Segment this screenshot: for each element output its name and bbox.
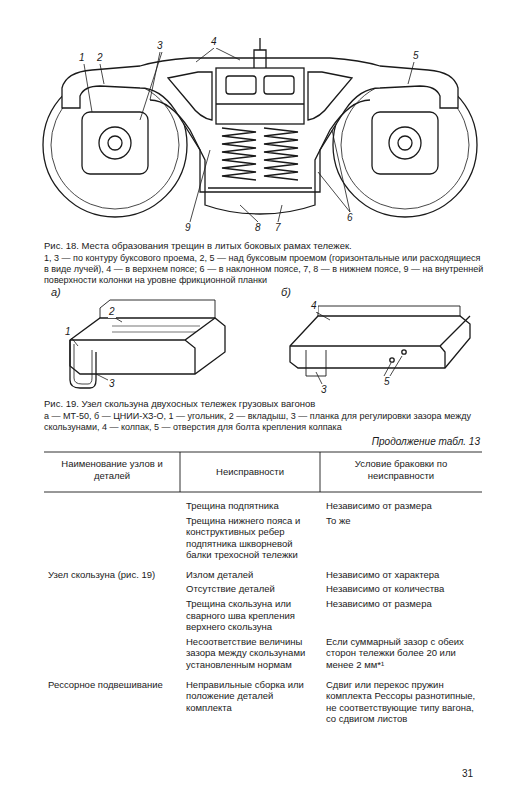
- callout-number: 8: [254, 222, 262, 234]
- table-rules: [44, 452, 482, 492]
- table-cell: Неправильные сборка или положение детале…: [186, 679, 316, 714]
- page-number: 31: [462, 768, 473, 780]
- callout-number: 6: [346, 212, 354, 224]
- table-cell: Отсутствие деталей: [186, 583, 316, 595]
- spring: [264, 128, 298, 180]
- table-header: Наименование узлов и деталей: [48, 458, 176, 481]
- callout-number: 3: [108, 378, 116, 390]
- table-cell: Трещина подпятника: [186, 500, 316, 512]
- frame-window: [308, 72, 352, 120]
- table-cell: Сдвиг или перекос пружин комплекта Рессо…: [326, 679, 478, 725]
- frame-window: [168, 72, 212, 120]
- callout-number: 4: [310, 300, 318, 312]
- table-cell: Узел скользуна (рис. 19): [48, 569, 176, 581]
- side-frame: [62, 58, 458, 192]
- side-bearer-a: [70, 300, 225, 388]
- figure-legend: а — МТ-50, б — ЦНИИ-ХЗ-О, 1 — угольник, …: [44, 411, 484, 434]
- side-bearer-b: [290, 306, 470, 376]
- axle-box: [372, 112, 438, 174]
- table-cell: Несоответствие величины зазора между ско…: [186, 636, 316, 671]
- callout-number: 7: [274, 222, 282, 234]
- callout-number: 2: [96, 52, 104, 64]
- callout-number: 1: [64, 326, 72, 338]
- callout-number: 1: [78, 52, 86, 64]
- figure-caption: Рис. 19. Узел скользуна двухосных тележе…: [44, 398, 484, 410]
- subfigure-label: а): [50, 286, 62, 299]
- spring: [222, 128, 256, 180]
- callout-number: 5: [412, 50, 420, 62]
- callout-number: 3: [320, 384, 328, 396]
- table-cell: Независимо от количества: [326, 583, 478, 595]
- table-header: Условие браковки по неисправности: [324, 458, 478, 481]
- subfigure-label: б): [280, 286, 292, 299]
- table-cell: То же: [326, 515, 478, 527]
- callout-number: 3: [156, 40, 164, 52]
- callout-number: 2: [108, 306, 116, 318]
- figure-caption: Рис. 18. Места образования трещин в литы…: [44, 240, 484, 252]
- table-cell: Трещина нижнего пояса и конструктивных р…: [186, 515, 316, 561]
- axle-box: [82, 112, 148, 174]
- bolster: [216, 68, 304, 124]
- table-cell: Рессорное подвешивание: [48, 679, 176, 691]
- table-cell: Излом деталей: [186, 569, 316, 581]
- figure-legend: 1, 3 — по контуру буксового проема, 2, 5…: [44, 253, 484, 287]
- table-continuation: Продолжение табл. 13: [300, 436, 480, 449]
- table-cell: Если суммарный зазор с обеих сторон теле…: [326, 636, 478, 671]
- table-cell: Независимо от характера: [326, 569, 478, 581]
- table-cell: Трещина скользуна или сварного шва крепл…: [186, 598, 316, 633]
- callout-number: 4: [210, 36, 218, 48]
- table-cell: Независимо от размера: [326, 598, 478, 610]
- callout-number: 5: [383, 376, 391, 388]
- table-header: Неисправности: [184, 466, 316, 478]
- table-cell: Независимо от размера: [326, 500, 478, 512]
- callout-number: 9: [184, 222, 192, 234]
